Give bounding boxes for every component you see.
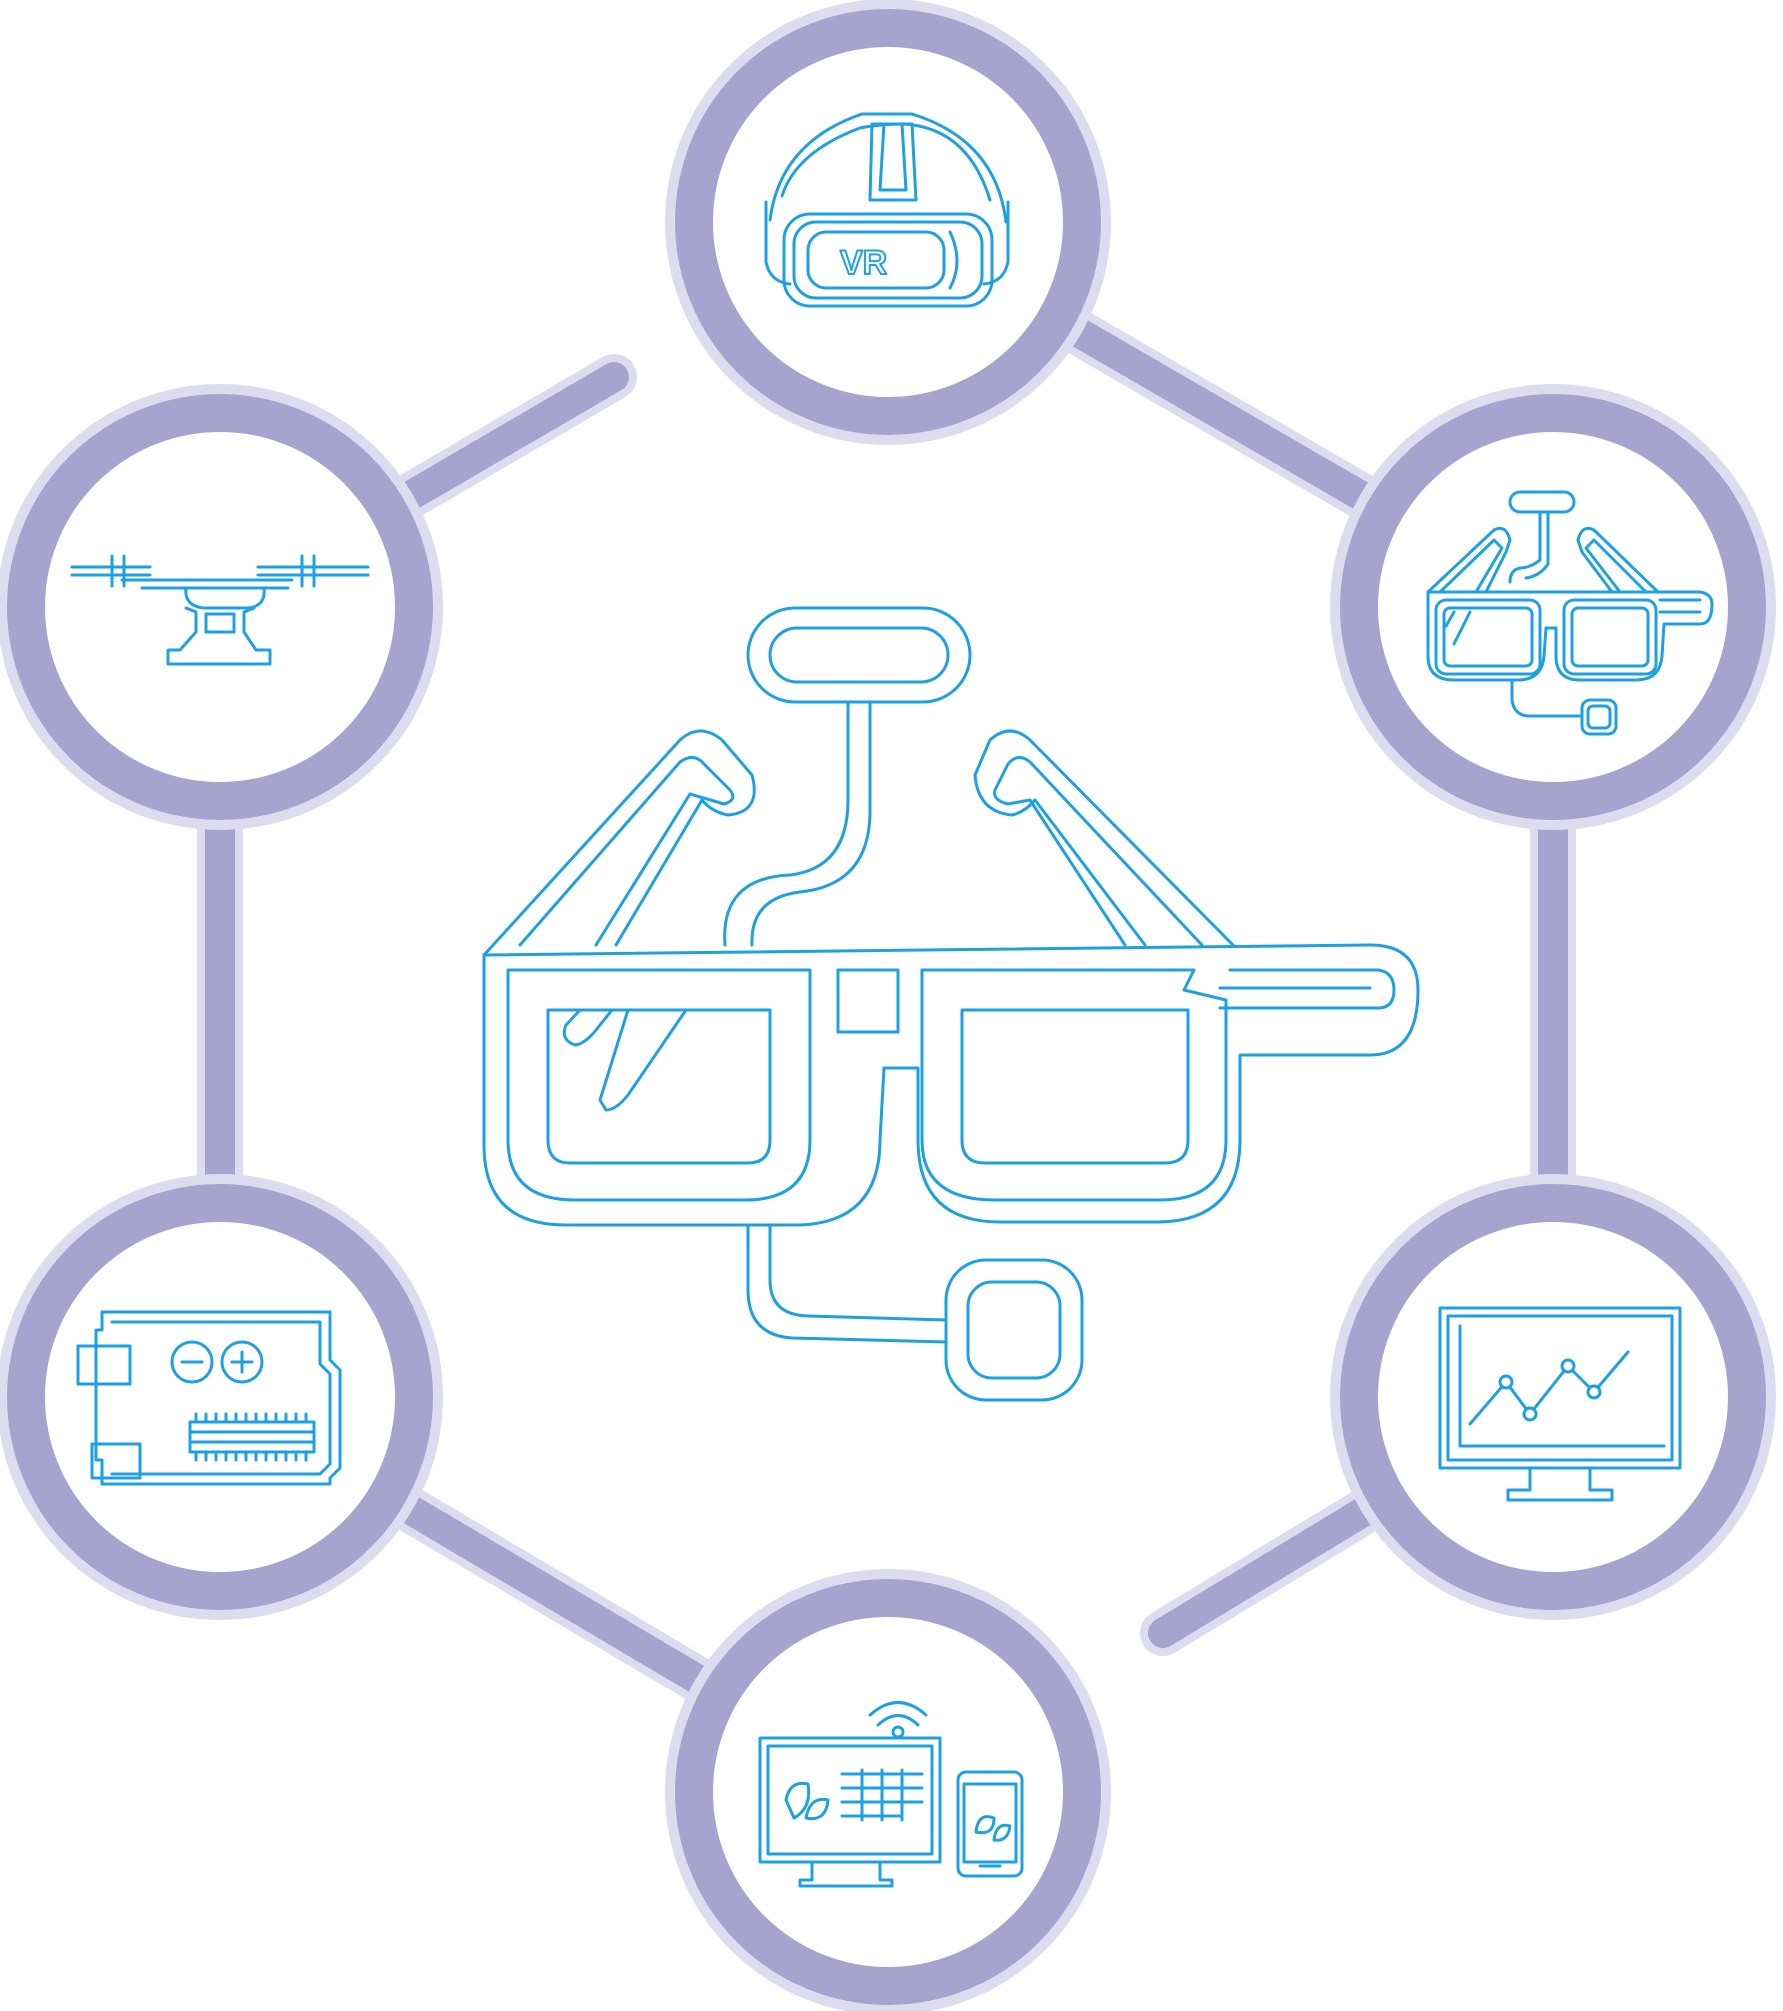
vr-label: VR — [840, 244, 887, 282]
arduino-board-icon — [76, 1310, 342, 1486]
ring-lower-right — [1330, 1174, 1776, 1620]
ring-upper-right — [1330, 384, 1776, 830]
vr-headset-icon: VR — [764, 112, 1010, 308]
drone-icon — [70, 554, 370, 666]
ring-bottom — [665, 1569, 1111, 2011]
smart-glasses-icon — [482, 606, 1420, 1402]
monitor-line-chart-icon — [1438, 1306, 1682, 1502]
smart-glasses-small-icon — [1426, 490, 1714, 736]
ring-lower-left — [0, 1174, 443, 1620]
iot-monitor-phone-icon — [758, 1701, 1024, 1888]
